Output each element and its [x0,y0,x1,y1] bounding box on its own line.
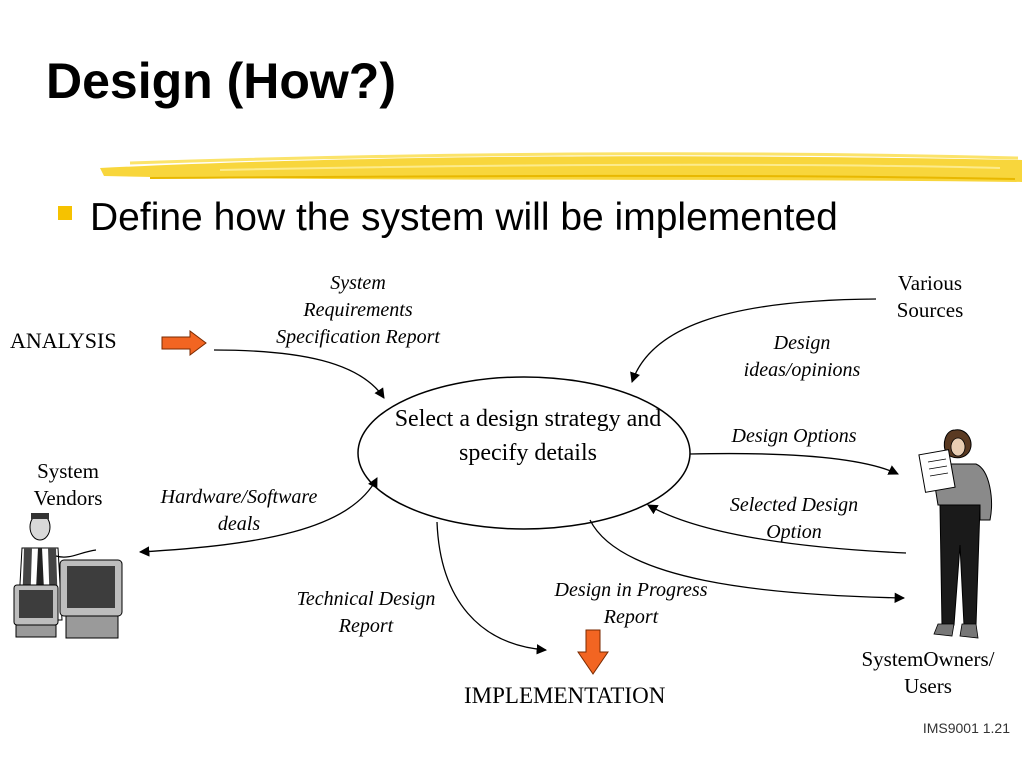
bullet-item: Define how the system will be implemente… [58,198,838,237]
highlighter-stroke [100,152,1022,182]
label-selected-line2: Option [766,521,822,543]
label-design-ideas-line2: ideas/opinions [743,359,861,381]
process-ellipse [357,376,691,530]
bullet-text: Define how the system will be implemente… [90,196,838,239]
bullet-square-icon [58,206,72,220]
node-implementation: IMPLEMENTATION [464,683,666,708]
label-hw-sw-line1: Hardware/Software [160,486,318,508]
flow-design-ideas [630,298,877,383]
label-srs-line2: Requirements [303,299,413,321]
label-technical-design-report: Technical Design Report [280,586,452,640]
label-design-options: Design Options [731,425,857,447]
node-system-vendors-line2: Vendors [33,486,103,510]
label-progress-line2: Report [603,606,659,628]
vendor-with-computers-icon [13,513,123,639]
label-selected-line1: Selected Design [729,494,859,516]
slide-footer: IMS9001 1.21 [922,720,1010,736]
flow-hw-sw-deals [138,477,378,557]
node-various-sources-line1: Various [897,271,963,295]
flow-srs-report [213,349,385,399]
slide-title: Design (How?) [46,53,396,109]
label-design-in-progress: Design in Progress Report [534,577,728,631]
node-system-vendors: System Vendors [18,458,118,512]
node-system-owners-line1: SystemOwners/ [861,647,995,671]
label-srs-line3: Specification Report [276,326,440,348]
process-label: Select a design strategy and specify det… [394,406,662,466]
label-technical-line2: Report [338,615,394,637]
label-hw-sw-deals: Hardware/Software deals [144,484,334,538]
label-srs-line1: System [330,272,386,294]
flow-design-options [689,452,899,475]
orange-arrow-down-icon [577,629,609,675]
label-design-ideas-line1: Design [773,332,831,354]
flow-technical-report [436,521,548,655]
node-analysis: ANALYSIS [10,328,117,353]
node-system-vendors-line1: System [37,459,99,483]
flow-progress-report [589,519,906,604]
node-various-sources-line2: Sources [896,298,964,322]
flow-selected-option [647,504,907,554]
label-design-ideas: Design ideas/opinions [722,330,882,384]
label-hw-sw-line2: deals [217,513,261,535]
label-technical-line1: Technical Design [296,588,436,610]
node-various-sources: Various Sources [880,270,980,324]
label-selected-design-option: Selected Design Option [712,492,876,546]
node-system-owners-users: SystemOwners/ Users [838,646,1018,700]
orange-arrow-right-icon [161,330,207,356]
node-system-owners-line2: Users [904,674,952,698]
label-progress-line1: Design in Progress [554,579,708,601]
label-srs-report: System Requirements Specification Report [258,270,458,351]
system-owner-user-icon [918,429,992,639]
